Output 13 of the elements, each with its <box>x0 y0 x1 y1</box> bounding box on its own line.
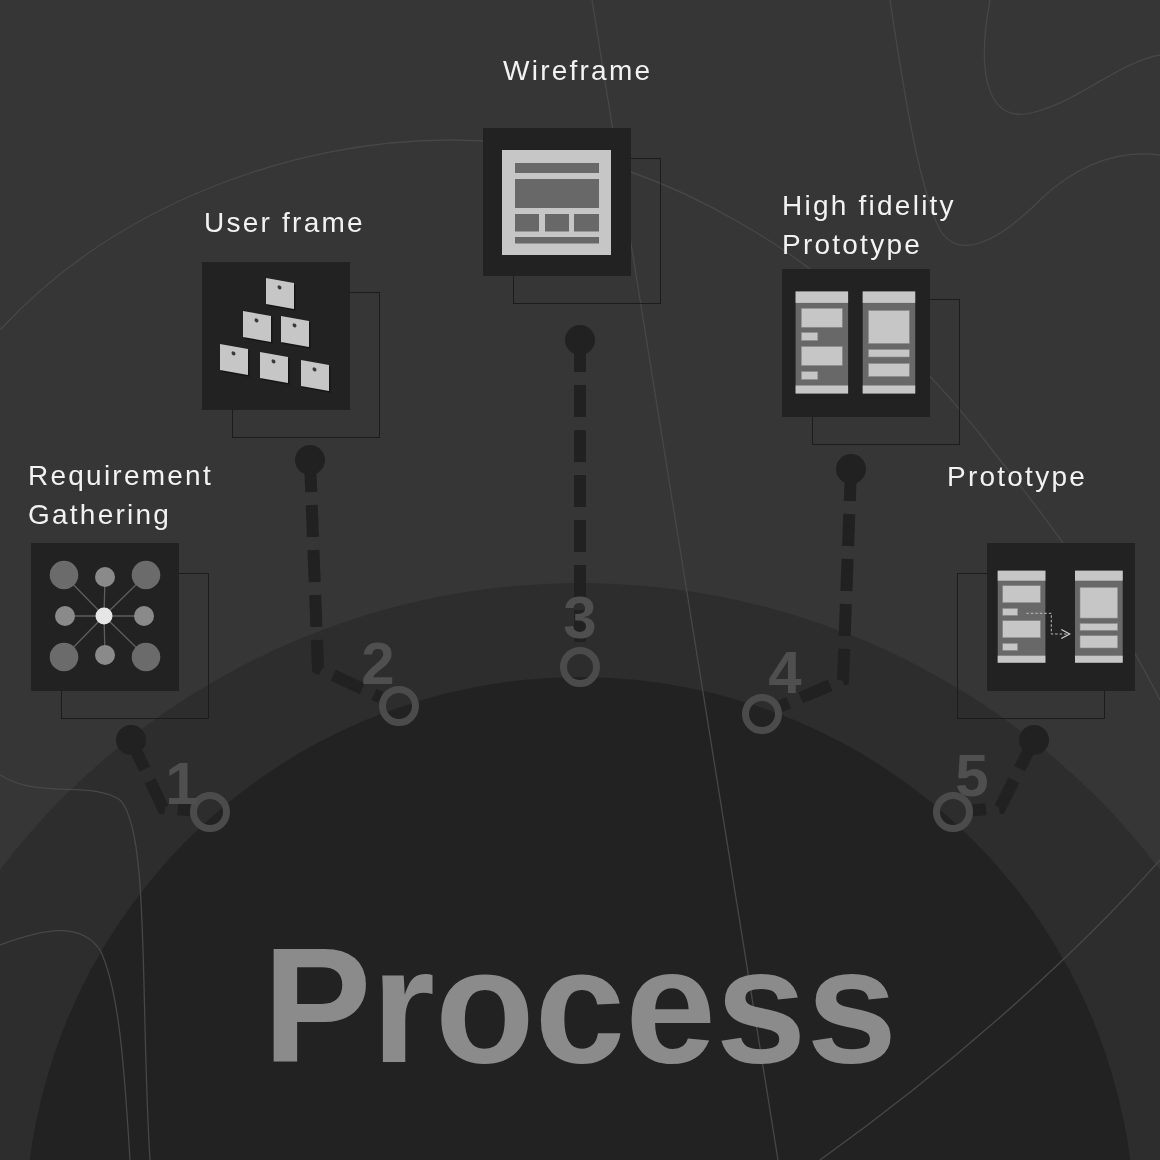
step-label: User frame <box>204 206 366 240</box>
ring-marker <box>560 647 600 687</box>
step-label: High fidelity Prototype <box>782 189 957 262</box>
dashed-connector <box>116 725 191 817</box>
step-label: Wireframe <box>503 54 654 88</box>
ring-marker <box>379 686 419 726</box>
step-label: Prototype <box>947 460 1088 494</box>
dashed-connector <box>295 445 384 703</box>
dashed-connector <box>972 725 1049 817</box>
diagram-title: Process <box>262 924 898 1087</box>
ring-marker <box>742 694 782 734</box>
dashed-connector <box>778 454 866 712</box>
step-label: Requirement Gathering <box>28 459 214 532</box>
